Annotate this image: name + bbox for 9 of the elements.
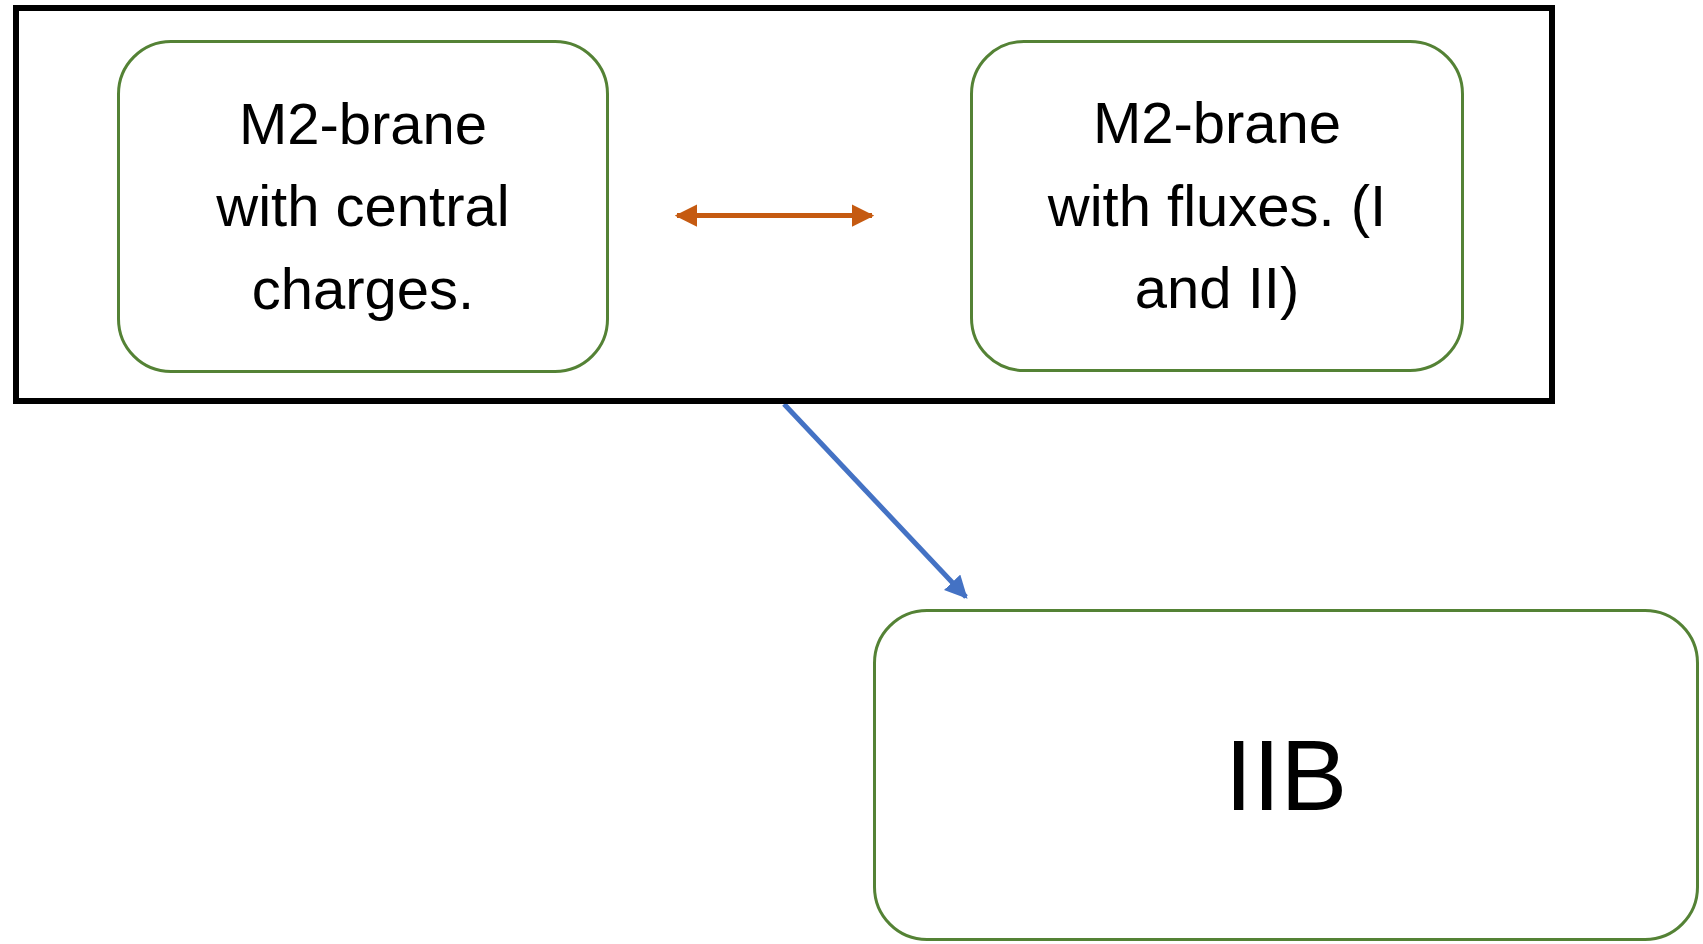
node-label: M2-brane with central charges. [215, 89, 511, 323]
process-box [873, 609, 1699, 941]
process-box [117, 40, 609, 373]
process-box [970, 40, 1464, 372]
group-box [13, 5, 1555, 404]
node-label: IIB [1224, 720, 1348, 830]
node-label: M2-brane with fluxes. (I and II) [1046, 89, 1388, 323]
arrow [782, 402, 968, 599]
arrow [674, 204, 875, 227]
